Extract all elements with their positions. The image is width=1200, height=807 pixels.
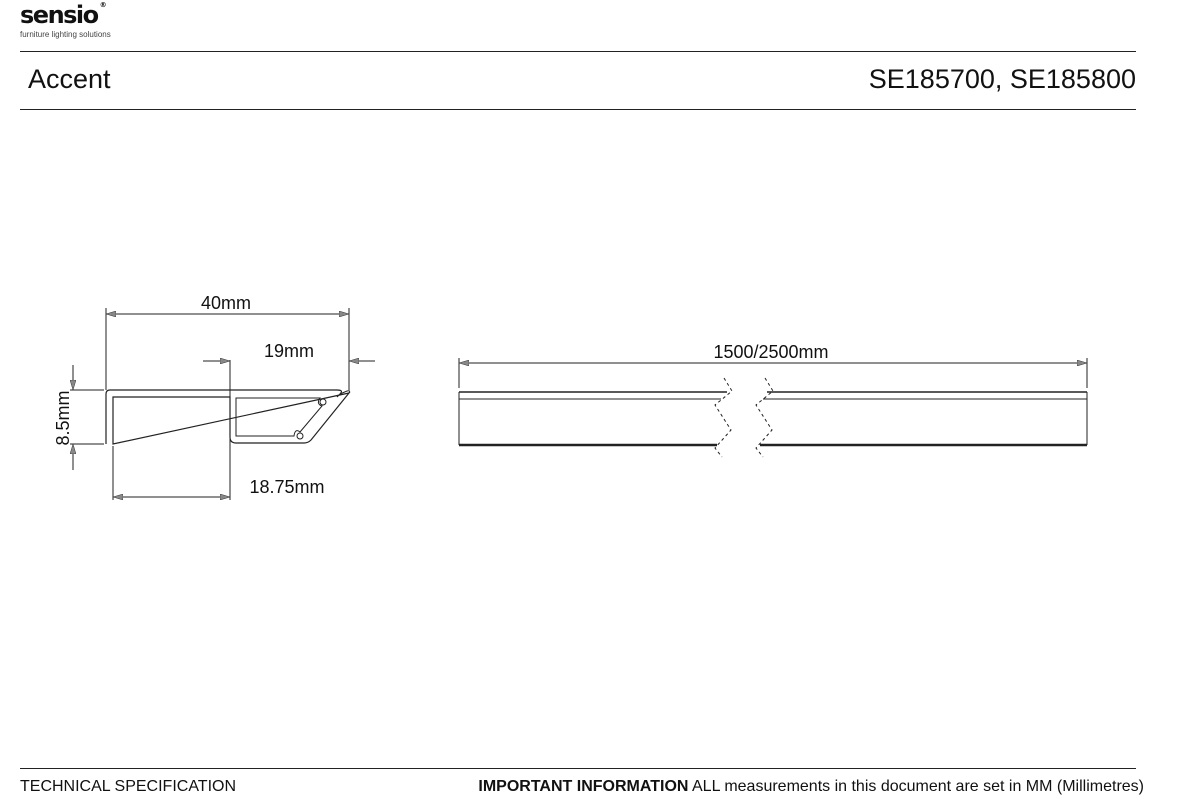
product-name: Accent xyxy=(28,64,111,94)
notice-heading: IMPORTANT INFORMATION xyxy=(478,778,689,795)
logo-tagline: furniture lighting solutions xyxy=(20,30,111,39)
footer-divider xyxy=(20,768,1136,769)
dim-lip-label: 18.75mm xyxy=(249,477,324,497)
registered-mark: ® xyxy=(99,1,107,9)
dim-channel-label: 19mm xyxy=(264,341,314,361)
notice-text: ALL measurements in this document are se… xyxy=(692,778,1144,795)
product-codes: SE185700, SE185800 xyxy=(868,64,1136,94)
dim-height-label: 8.5mm xyxy=(53,390,73,445)
profile-cross-section xyxy=(70,308,375,500)
header-divider-top xyxy=(20,51,1136,52)
dim-length-label: 1500/2500mm xyxy=(713,342,828,362)
important-notice: IMPORTANT INFORMATION ALL measurements i… xyxy=(478,778,1144,796)
length-view xyxy=(458,358,1088,458)
dim-width-label: 40mm xyxy=(201,293,251,313)
document-type: TECHNICAL SPECIFICATION xyxy=(20,778,237,795)
header-divider-bottom xyxy=(20,109,1136,110)
brand-logo: sensio® furniture lighting solutions xyxy=(20,2,111,40)
logo-wordmark: sensio xyxy=(20,1,99,29)
